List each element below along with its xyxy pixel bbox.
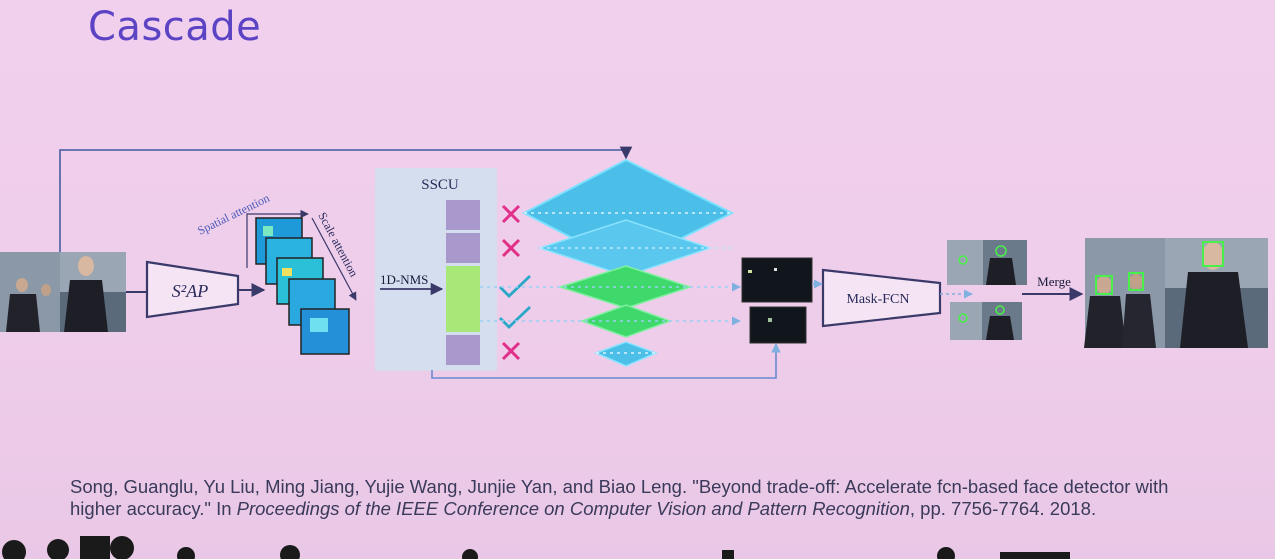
merge-label: Merge — [1037, 274, 1071, 289]
accept-mark — [499, 305, 531, 329]
final-detection-image — [1084, 238, 1268, 348]
sscu-panel: SSCU 1D-NMS — [375, 168, 497, 371]
detection-output — [947, 240, 1027, 285]
bottom-skip-connection — [431, 343, 781, 379]
reject-mark — [501, 238, 521, 258]
mask-fcn-label: Mask-FCN — [846, 292, 909, 307]
cropped-feature — [741, 257, 813, 303]
audience-silhouettes — [2, 536, 1070, 559]
citation-pages-year: , pp. 7756-7764. 2018. — [909, 498, 1097, 519]
s2ap-block: S²AP — [145, 260, 240, 319]
accept-mark — [499, 274, 531, 298]
sscu-cell — [446, 266, 480, 332]
attention-heatmaps — [255, 217, 350, 355]
feature-pyramid — [480, 158, 741, 367]
sscu-label: SSCU — [421, 177, 459, 193]
sscu-cell — [446, 200, 480, 230]
citation: Song, Guanglu, Yu Liu, Ming Jiang, Yujie… — [70, 476, 1190, 520]
top-skip-connection — [59, 146, 633, 252]
mask-fcn-block: Mask-FCN — [821, 268, 942, 328]
citation-authors-title: Song, Guanglu, Yu Liu, Ming Jiang, Yujie… — [70, 476, 1169, 519]
input-image — [0, 252, 126, 332]
sscu-cell — [446, 233, 480, 263]
citation-venue: Proceedings of the IEEE Conference on Co… — [236, 498, 910, 519]
s2ap-label: S²AP — [172, 281, 208, 301]
reject-mark — [501, 204, 521, 224]
detection-output — [950, 302, 1022, 340]
reject-mark — [501, 341, 521, 361]
sscu-cell — [446, 335, 480, 365]
nms-label: 1D-NMS — [380, 272, 428, 287]
slide-title: Cascade — [88, 4, 262, 50]
cropped-feature — [749, 306, 807, 344]
